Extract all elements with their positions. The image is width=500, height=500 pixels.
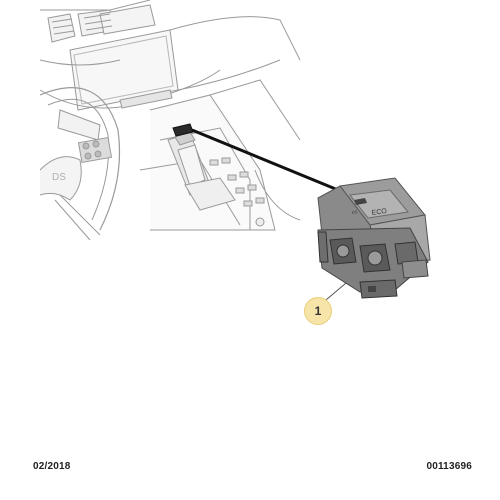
svg-text:DS: DS [52,172,66,183]
footer-date: 02/2018 [33,461,71,472]
switch-part-illustration [317,177,431,299]
switch-mode-label: ECO [371,208,388,217]
callout-number-badge: 1 [304,297,332,325]
vehicle-interior-drawing: DS [39,0,301,241]
switch-brand-label: DS [351,209,358,215]
leader-line [191,128,339,192]
footer-reference-number: 00113696 [426,461,472,472]
